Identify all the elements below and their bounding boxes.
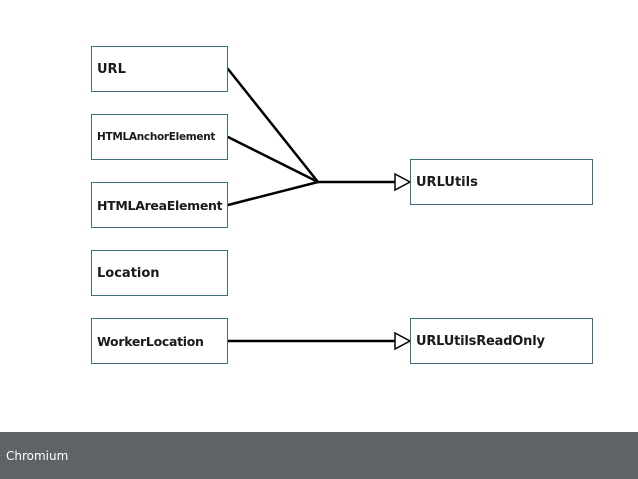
node-location: Location bbox=[91, 250, 228, 296]
node-urlutilsreadonly: URLUtilsReadOnly bbox=[410, 318, 593, 364]
footer-label: Chromium bbox=[6, 448, 69, 463]
node-label: URL bbox=[97, 61, 126, 77]
inheritance-arrowhead-urlutils bbox=[394, 172, 412, 192]
inheritance-arrowhead-urlutilsreadonly bbox=[394, 331, 412, 351]
edge-htmlanchorelement-to-urlutils bbox=[226, 135, 320, 184]
inheritance-diagram: URL HTMLAnchorElement HTMLAreaElement Lo… bbox=[91, 46, 593, 364]
node-htmlareaelement: HTMLAreaElement bbox=[91, 182, 228, 228]
node-label: URLUtils bbox=[416, 174, 478, 190]
node-htmlanchorelement: HTMLAnchorElement bbox=[91, 114, 228, 160]
node-workerlocation: WorkerLocation bbox=[91, 318, 228, 364]
node-label: WorkerLocation bbox=[97, 333, 204, 349]
edge-url-to-urlutils bbox=[226, 67, 320, 184]
node-label: Location bbox=[97, 265, 160, 281]
node-urlutils: URLUtils bbox=[410, 159, 593, 205]
node-url: URL bbox=[91, 46, 228, 92]
edge-htmlareaelement-to-urlutils bbox=[226, 180, 320, 207]
node-label: URLUtilsReadOnly bbox=[416, 333, 545, 349]
edges-layer bbox=[226, 67, 412, 351]
node-label: HTMLAreaElement bbox=[97, 197, 223, 213]
footer-bar: Chromium bbox=[0, 432, 638, 479]
node-label: HTMLAnchorElement bbox=[97, 131, 216, 143]
